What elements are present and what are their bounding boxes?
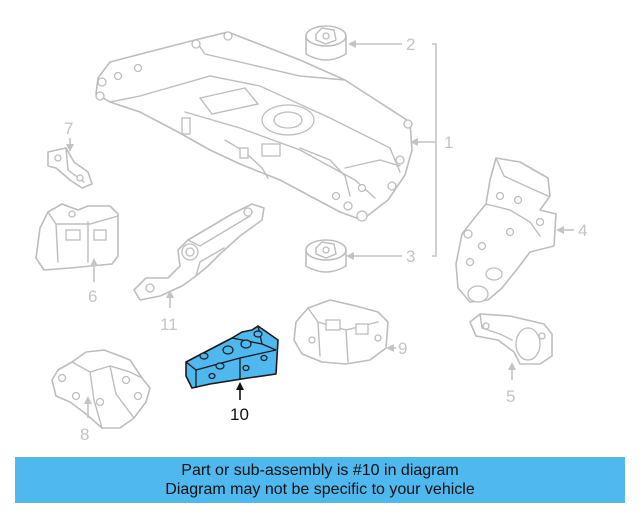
callout-2: 2 xyxy=(406,35,415,54)
callout-3: 3 xyxy=(406,247,415,266)
callout-5: 5 xyxy=(506,387,515,406)
banner-line-1: Part or sub-assembly is #10 in diagram xyxy=(181,462,459,479)
info-banner: Part or sub-assembly is #10 in diagram D… xyxy=(15,457,625,503)
part-3-lower-bushing[interactable] xyxy=(305,239,347,273)
part-7-small-bracket[interactable] xyxy=(47,147,93,189)
leader-lines xyxy=(66,40,574,418)
callout-6: 6 xyxy=(88,287,97,306)
callout-11: 11 xyxy=(160,315,178,334)
part-6-engine-mount[interactable] xyxy=(35,203,119,271)
callout-4: 4 xyxy=(578,221,587,240)
part-4-mount-bracket[interactable] xyxy=(455,157,557,303)
part-2-upper-bushing[interactable] xyxy=(305,25,347,61)
banner-line-2: Diagram may not be specific to your vehi… xyxy=(165,481,475,498)
part-8-transmission-mount[interactable] xyxy=(51,349,151,429)
part-5-mount-block[interactable] xyxy=(469,313,553,365)
part-9-mount[interactable] xyxy=(293,299,389,365)
callout-9: 9 xyxy=(398,339,407,358)
callout-1: 1 xyxy=(444,133,453,152)
callout-10: 10 xyxy=(230,405,249,424)
callout-8: 8 xyxy=(80,425,89,444)
part-11-torque-rod[interactable] xyxy=(133,203,265,301)
callout-labels: 2 1 3 4 5 6 7 8 9 11 10 xyxy=(64,35,587,444)
part-1-subframe[interactable] xyxy=(95,31,413,222)
part-10-highlighted-mount[interactable] xyxy=(185,325,279,389)
callout-7: 7 xyxy=(64,119,73,138)
